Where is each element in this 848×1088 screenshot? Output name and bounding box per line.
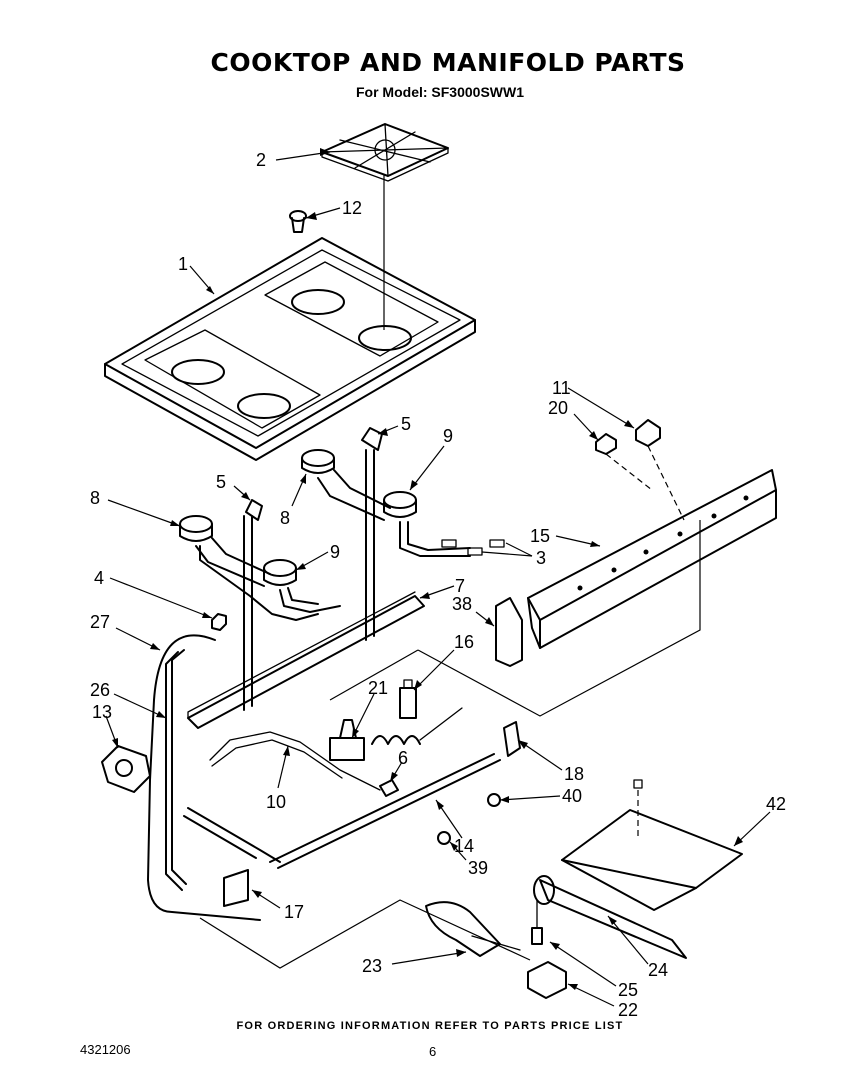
igniter [425, 901, 521, 957]
ordering-note: FOR ORDERING INFORMATION REFER TO PARTS … [236, 1020, 624, 1032]
knob-guide-line-a [605, 453, 653, 491]
gas-supply-line [147, 634, 261, 921]
burner-grate [321, 123, 449, 182]
wiring-harness [209, 731, 381, 791]
callout-16: 16 [454, 632, 474, 652]
callout-5-lower: 5 [216, 472, 226, 492]
callout-20: 20 [548, 398, 568, 418]
pressure-regulator [101, 745, 151, 793]
callout-8-upper: 8 [280, 508, 290, 528]
callout-4: 4 [94, 568, 104, 588]
burner-clip-upper [361, 427, 383, 451]
safety-valve [329, 707, 463, 761]
callout-3: 3 [536, 548, 546, 568]
manifold-connector-line [165, 649, 187, 891]
callout-40: 40 [562, 786, 582, 806]
callout-7: 7 [455, 576, 465, 596]
lower-tube-b [183, 815, 257, 859]
callout-21: 21 [368, 678, 388, 698]
cooktop [104, 237, 476, 461]
screw-40 [487, 793, 501, 807]
callout-2: 2 [256, 150, 266, 170]
oven-burner [533, 875, 687, 959]
heat-shield-plate [561, 779, 743, 911]
oven-burner-tube [269, 753, 501, 869]
callout-11: 11 [552, 378, 571, 398]
thermostat-sensor [531, 899, 543, 945]
callout-5-upper: 5 [401, 414, 411, 434]
model-subtitle: For Model: SF3000SWW1 [355, 84, 525, 100]
callout-9-lower: 9 [330, 542, 340, 562]
lower-bracket [223, 869, 249, 907]
callout-25: 25 [618, 980, 638, 1000]
callout-23: 23 [362, 956, 382, 976]
callout-24: 24 [648, 960, 668, 980]
connection-line [199, 899, 531, 969]
harness-clip [379, 779, 399, 797]
control-knob [635, 419, 661, 447]
callout-12: 12 [342, 198, 362, 218]
support-rods [243, 449, 375, 711]
document-number: 4321206 [80, 1042, 131, 1057]
orifice-hoods [441, 539, 505, 556]
page-number: 6 [429, 1044, 437, 1059]
callout-1: 1 [178, 254, 188, 274]
side-bracket [495, 597, 523, 667]
burner-assembly-left [179, 515, 341, 621]
callout-15: 15 [530, 526, 550, 546]
oven-valve [527, 961, 567, 999]
knob-guide-line-b [647, 445, 685, 521]
enclosure-outline-b [329, 649, 419, 701]
ignition-switch [399, 679, 417, 719]
callout-6: 6 [398, 748, 408, 768]
knob-insert [595, 433, 617, 455]
callout-27: 27 [90, 612, 110, 632]
callout-39: 39 [468, 858, 488, 878]
callout-13: 13 [92, 702, 112, 722]
enclosure-outline [417, 520, 701, 717]
callout-26: 26 [90, 680, 110, 700]
callout-17: 17 [284, 902, 304, 922]
callout-22: 22 [618, 1000, 638, 1020]
nut-part [211, 613, 227, 631]
tube-bracket [503, 721, 521, 757]
screw-39 [437, 831, 451, 845]
callout-9-upper: 9 [443, 426, 453, 446]
burner-clip-lower [245, 499, 263, 521]
grommet-part [289, 210, 307, 233]
page-title: COOKTOP AND MANIFOLD PARTS [210, 48, 686, 77]
burner-support-bracket [187, 591, 425, 729]
callout-18: 18 [564, 764, 584, 784]
callout-8-left: 8 [90, 488, 100, 508]
callout-14: 14 [454, 836, 474, 856]
callout-10: 10 [266, 792, 286, 812]
callout-42: 42 [766, 794, 786, 814]
callout-38: 38 [452, 594, 472, 614]
manifold-panel [527, 469, 777, 649]
lower-tube [187, 807, 281, 863]
